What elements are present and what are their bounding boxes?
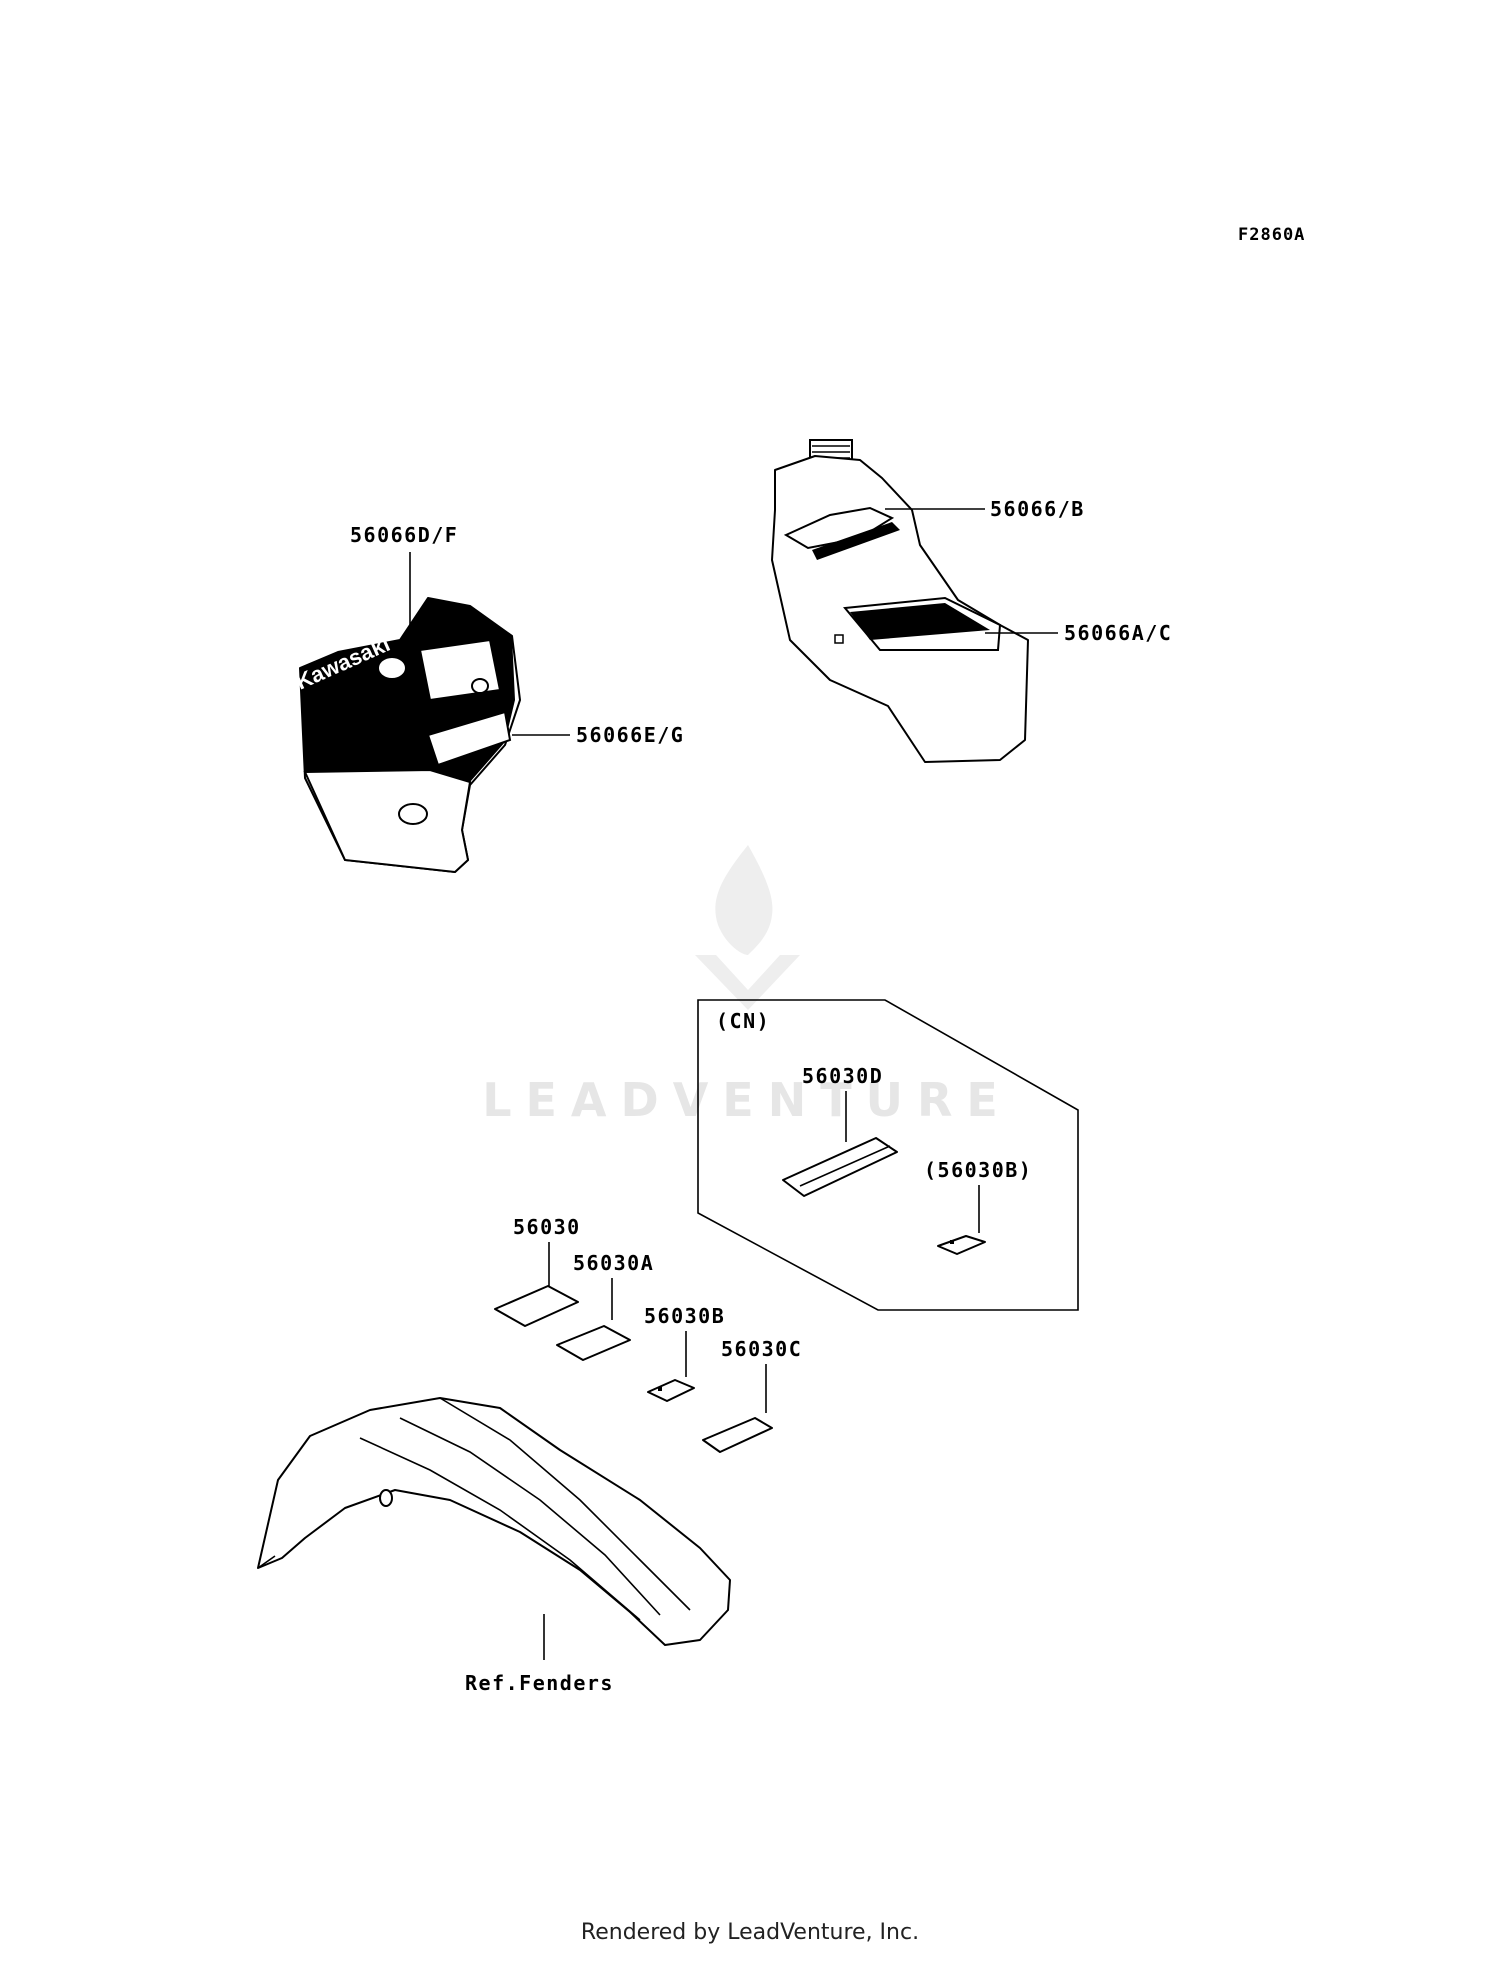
figure-code: F2860A [1238, 225, 1305, 245]
label-56030b: 56030B [644, 1304, 725, 1328]
fender-illustration [257, 1397, 731, 1646]
decal-cn-56030b [937, 1235, 986, 1255]
decal-56030b [647, 1379, 695, 1402]
watermark: LEADVENTURE [482, 845, 1012, 1127]
decal-56030c [702, 1417, 773, 1453]
decal-56030 [494, 1285, 579, 1327]
label-ref-fenders: Ref.Fenders [465, 1671, 614, 1695]
label-side-cover-upper: 56066D/F [350, 523, 458, 547]
label-cn-region: (CN) [716, 1009, 770, 1033]
label-tank-upper: 56066/B [990, 497, 1085, 521]
label-cn-56030d: 56030D [802, 1064, 883, 1088]
side-cover-illustration: Kawasaki [292, 597, 521, 874]
watermark-text: LEADVENTURE [482, 1073, 1012, 1127]
footer-credit: Rendered by LeadVenture, Inc. [580, 1920, 920, 1945]
label-tank-lower: 56066A/C [1064, 621, 1172, 645]
label-side-cover-lower: 56066E/G [576, 723, 684, 747]
decal-56030a [556, 1325, 631, 1361]
label-56030a: 56030A [573, 1251, 654, 1275]
label-cn-56030b: (56030B) [924, 1158, 1032, 1182]
label-56030c: 56030C [721, 1337, 802, 1361]
decal-cn-56030d [782, 1137, 898, 1197]
cn-region-outline [697, 999, 1079, 1311]
fuel-tank-illustration [771, 439, 1029, 763]
label-56030: 56030 [513, 1215, 581, 1239]
